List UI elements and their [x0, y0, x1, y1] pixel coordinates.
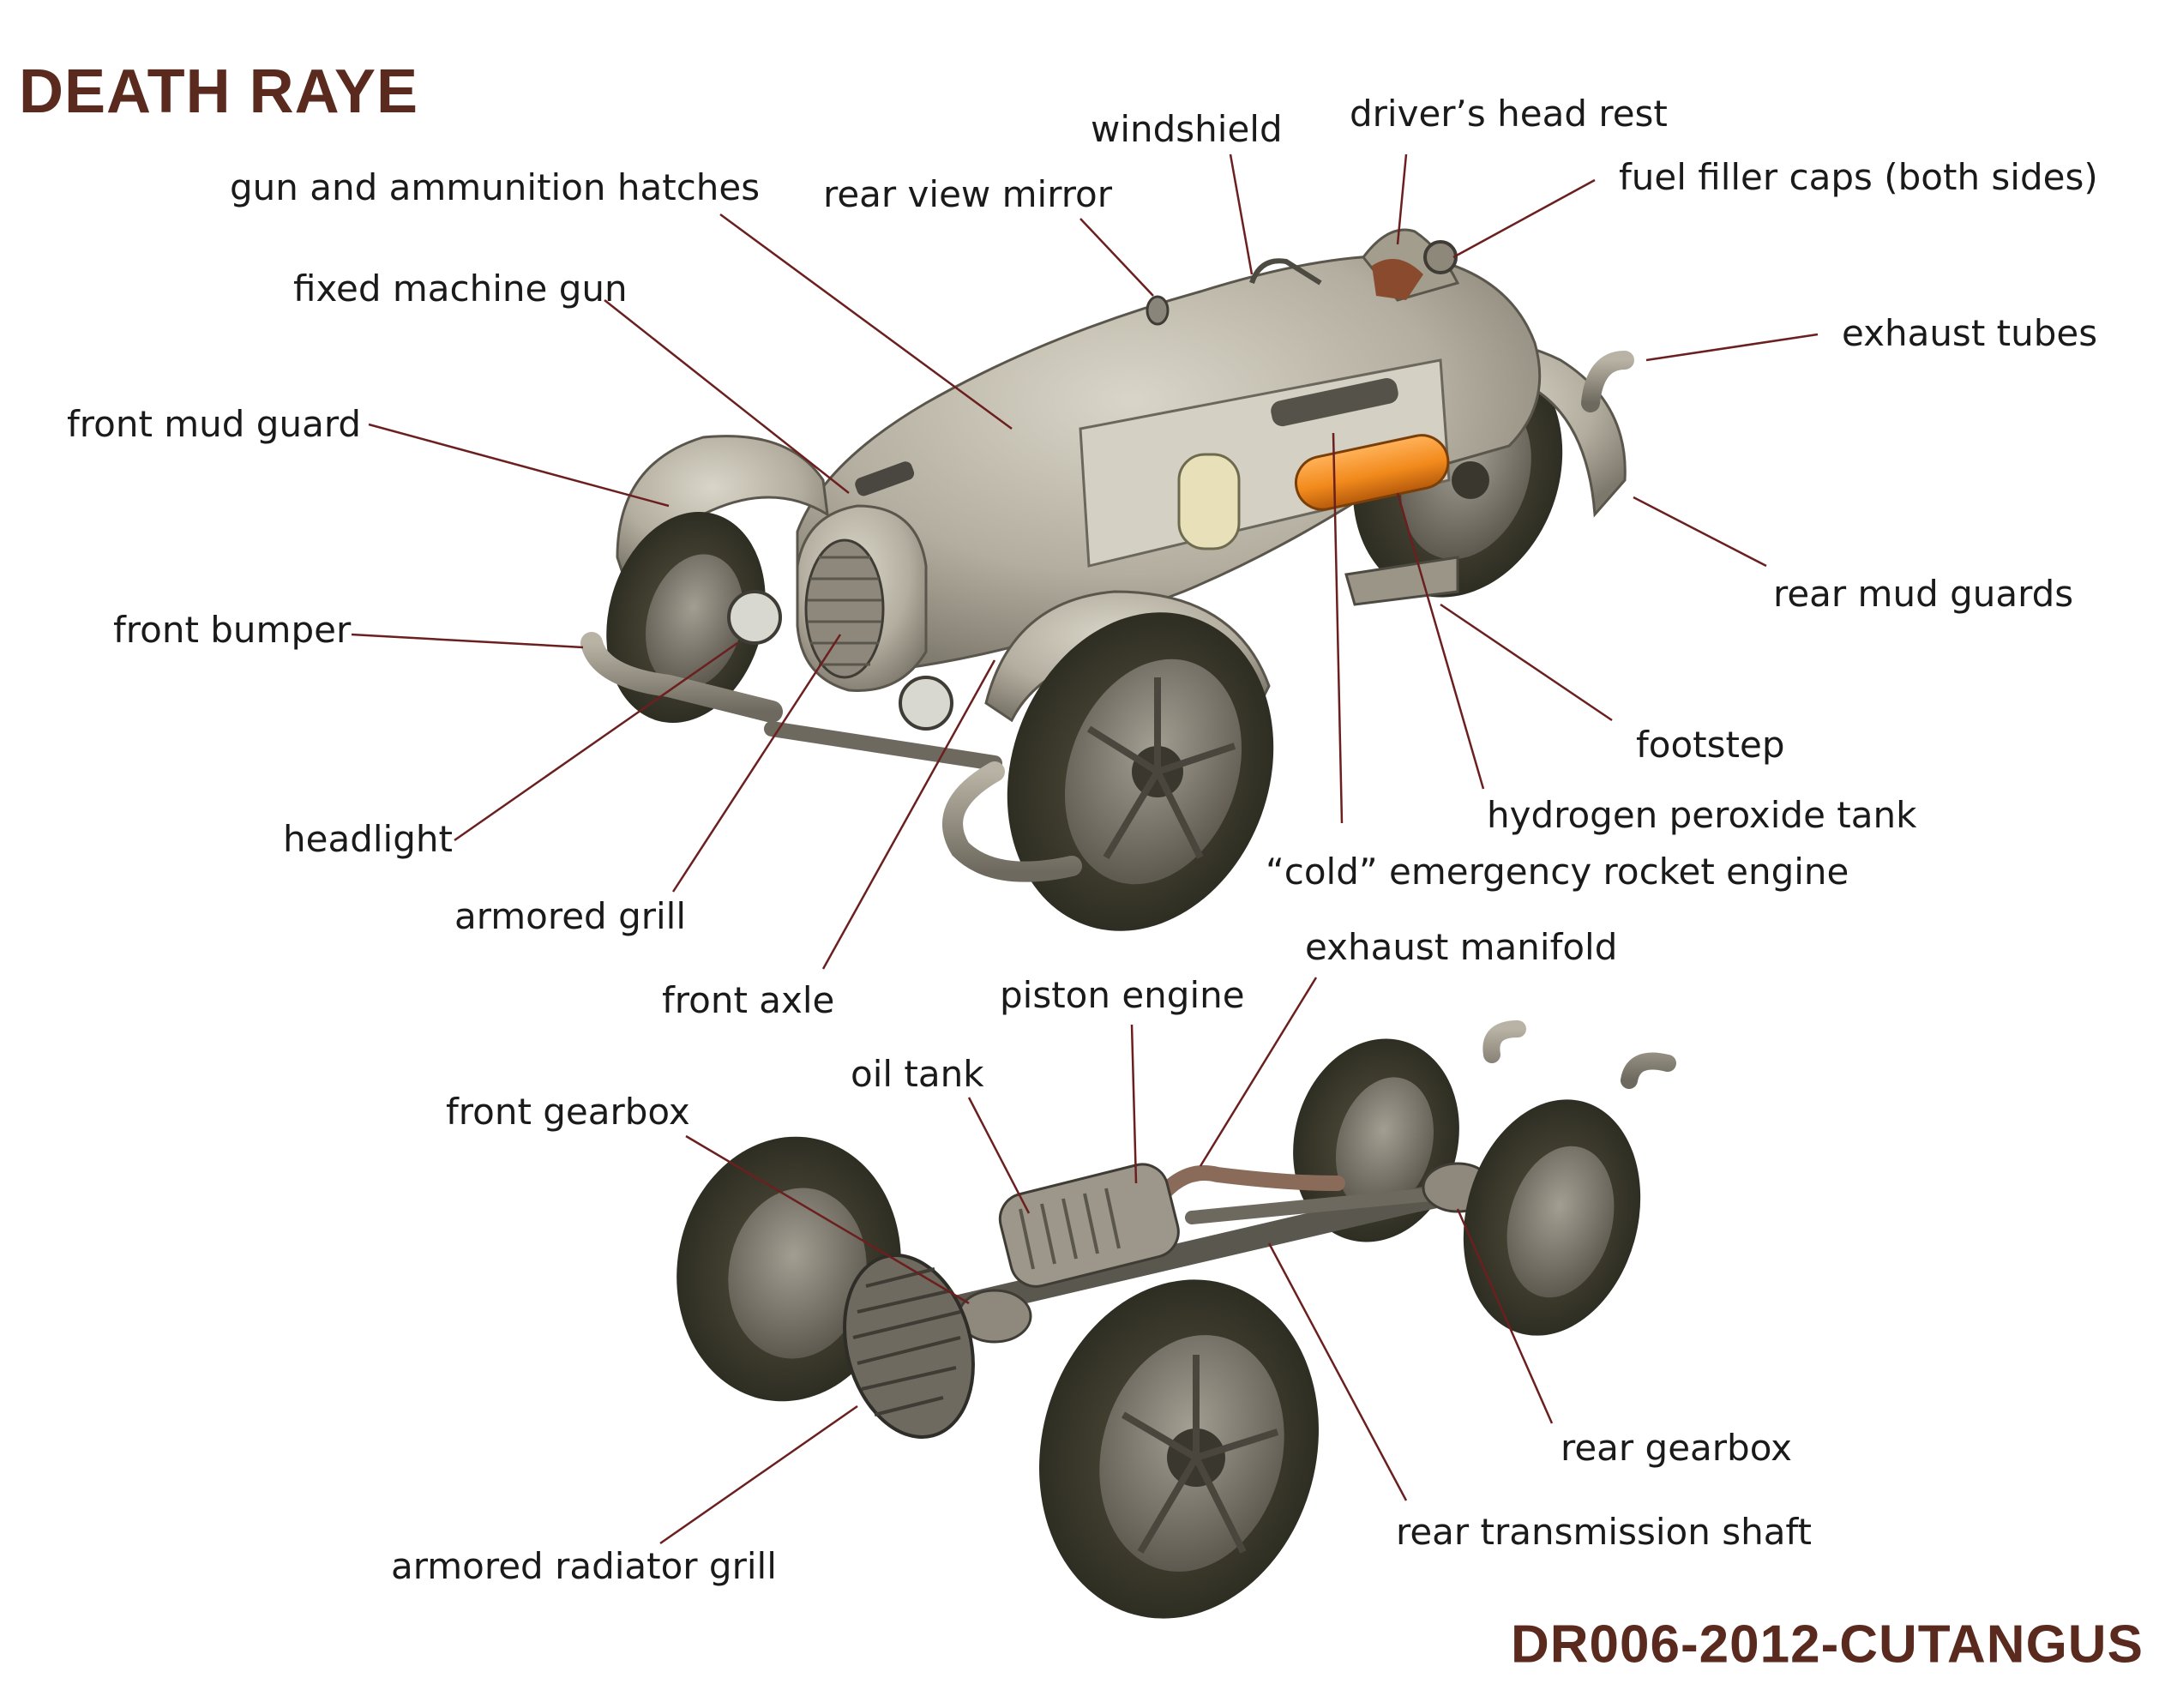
leader-h2o2-tank	[1396, 492, 1485, 790]
footer-code: DR006-2012-CUTANGUS	[1511, 1615, 2144, 1675]
oxidizer-tank-shape	[1177, 453, 1241, 550]
label-rear-mud-guards: rear mud guards	[1773, 573, 2074, 615]
leader-rear-shaft	[1267, 1242, 1408, 1501]
label-windshield: windshield	[1091, 108, 1283, 150]
piston-engine-shape	[998, 1163, 1180, 1288]
leader-rear-view-mirror	[1079, 218, 1154, 297]
footstep-shape	[1344, 556, 1459, 606]
grill-slats	[808, 556, 881, 666]
label-fuel-caps: fuel filler caps (both sides)	[1619, 156, 2098, 198]
leader-exhaust-tubes	[1645, 333, 1819, 362]
label-front-gearbox: front gearbox	[446, 1091, 690, 1133]
label-h2o2-tank: hydrogen peroxide tank	[1487, 794, 1917, 836]
leader-front-bumper	[351, 633, 584, 649]
upper-vehicle	[580, 228, 1634, 931]
leader-oil-tank	[967, 1097, 1031, 1214]
label-machine-gun: fixed machine gun	[293, 268, 628, 310]
side-cutaway	[1079, 358, 1451, 568]
armored-grill-shape	[804, 538, 885, 679]
label-footstep: footstep	[1636, 724, 1785, 766]
radiator-grill-shape	[843, 1254, 975, 1439]
rear-view-mirror-shape	[1146, 295, 1170, 326]
exhaust-manifold-shape	[1150, 1165, 1345, 1208]
leader-fuel-caps	[1452, 178, 1596, 259]
label-rear-gearbox: rear gearbox	[1561, 1427, 1792, 1469]
chassis-rear-wheel-front	[1463, 1099, 1641, 1336]
label-front-mud-guard: front mud guard	[67, 403, 362, 445]
rocket-engine-shape	[1271, 378, 1398, 427]
leader-front-mud-guard	[368, 423, 670, 508]
leader-footstep	[1440, 603, 1613, 722]
leader-radiator-grill	[659, 1404, 858, 1545]
diagram-title: DEATH RAYE	[19, 57, 419, 126]
leader-piston-engine	[1130, 1024, 1138, 1184]
front-bumper-shape	[580, 632, 783, 723]
label-piston-engine: piston engine	[1000, 974, 1245, 1016]
front-bumper-right-loop	[942, 761, 1082, 882]
label-headlight: headlight	[283, 818, 453, 860]
machine-gun-shape	[855, 461, 915, 496]
leader-machine-gun	[604, 299, 850, 494]
exhaust-tube-1	[1581, 351, 1634, 412]
label-gun-hatches: gun and ammunition hatches	[230, 166, 761, 208]
leader-rear-mud-guards	[1633, 496, 1767, 568]
rear-transmission-shaft-shape	[1185, 1185, 1464, 1224]
label-front-axle: front axle	[662, 979, 835, 1021]
leader-headlight	[454, 641, 738, 842]
seat	[1372, 259, 1423, 300]
leader-armored-grill	[671, 634, 842, 893]
label-head-rest: driver’s head rest	[1350, 93, 1668, 135]
leader-rocket-engine	[1332, 432, 1344, 824]
leader-front-axle	[821, 659, 996, 970]
windshield-frame	[1249, 258, 1322, 286]
label-armored-grill: armored grill	[454, 895, 687, 937]
front-axle-shape	[764, 721, 1002, 771]
chassis-front-wheel-front	[1039, 1279, 1319, 1619]
chassis-exhaust-tubes	[1482, 1020, 1676, 1089]
leader-windshield	[1229, 153, 1254, 275]
label-front-bumper: front bumper	[113, 609, 352, 651]
front-right-wheel	[1007, 612, 1274, 931]
label-radiator-grill: armored radiator grill	[391, 1545, 777, 1587]
leader-exhaust-manifold	[1199, 977, 1318, 1167]
headlight-right-shape	[899, 676, 953, 731]
leader-gun-hatches	[719, 213, 1013, 430]
label-rear-view-mirror: rear view mirror	[823, 173, 1113, 215]
fuel-filler-cap	[1423, 240, 1458, 274]
label-oil-tank: oil tank	[851, 1053, 984, 1095]
label-rear-shaft: rear transmission shaft	[1396, 1511, 1812, 1553]
leader-front-gearbox	[685, 1134, 970, 1305]
leader-head-rest	[1396, 153, 1408, 245]
label-exhaust-tubes: exhaust tubes	[1842, 312, 2098, 354]
headlight-left-shape	[727, 590, 782, 645]
label-exhaust-manifold: exhaust manifold	[1305, 926, 1618, 968]
label-rocket-engine: “cold” emergency rocket engine	[1266, 851, 1849, 893]
lower-chassis	[677, 1020, 1676, 1619]
leader-lines	[351, 153, 1819, 1545]
leader-rear-gearbox	[1456, 1208, 1554, 1424]
